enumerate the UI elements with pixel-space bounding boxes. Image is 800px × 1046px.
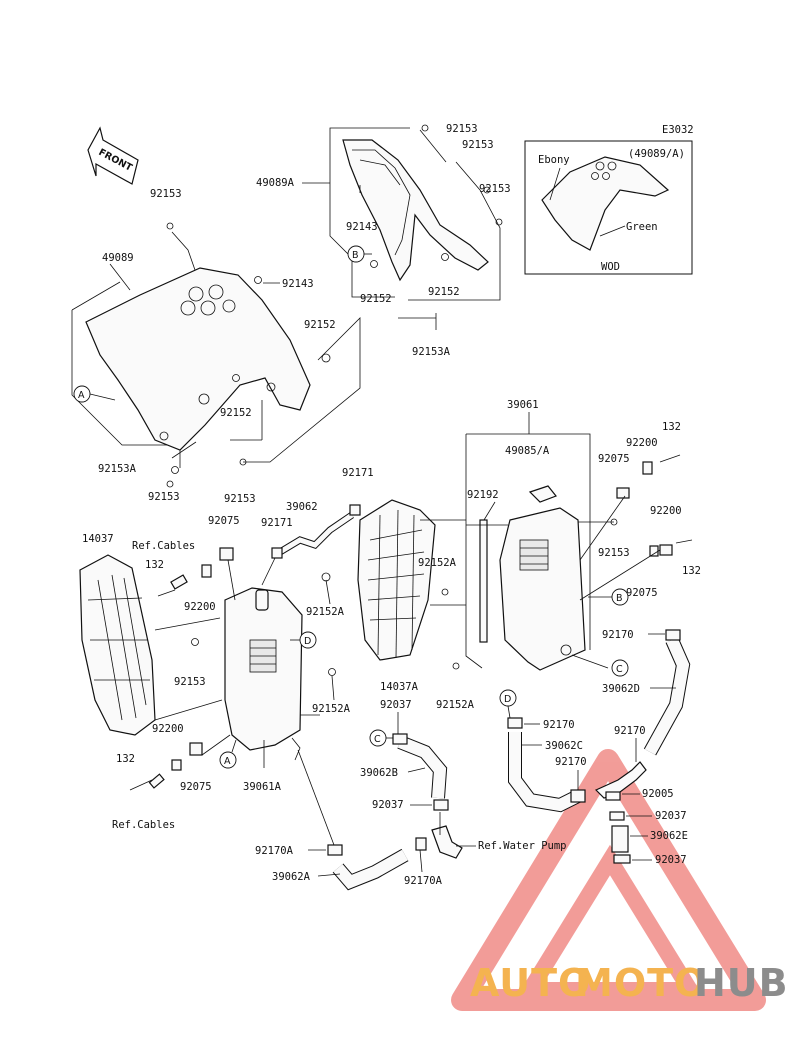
label-92171-b: 92171 [261, 517, 293, 529]
ref-a-2: A [224, 756, 231, 767]
label-92170-r: 92170 [602, 629, 634, 641]
wod-inset: Ebony (49089/A) Green WOD [524, 140, 693, 275]
shroud-49089A: 49089A 92153 92153 92153 92143 92152 921… [256, 123, 511, 358]
label-49089: 49089 [102, 252, 134, 264]
label-92152-b: 92152 [428, 286, 460, 298]
label-92143-a: 92143 [346, 221, 378, 233]
label-92192: 92192 [467, 489, 499, 501]
label-92152A-c: 92152A [312, 703, 351, 715]
wod-caption: WOD [601, 261, 620, 273]
fitting-92005: 92170 92005 92037 39062E 92037 [594, 725, 688, 866]
label-92152A-a: 92152A [306, 606, 345, 618]
label-92200-r1: 92200 [626, 437, 658, 449]
label-39062: 39062 [286, 501, 318, 513]
label-92152-d: 92152 [220, 407, 252, 419]
front-arrow-icon: FRONT [87, 126, 139, 185]
label-132-l2: 132 [116, 753, 135, 765]
label-92153-l3: 92153 [224, 493, 256, 505]
hose-39062A: 92170A 39062A 92170A Ref.Water Pump [255, 812, 567, 891]
wod-green-label: Green [626, 221, 658, 233]
label-92152-a: 92152 [360, 293, 392, 305]
label-39062D: 39062D [602, 683, 640, 695]
label-92170A-b: 92170A [404, 875, 443, 887]
label-39062A: 39062A [272, 871, 311, 883]
label-92153-top: 92153 [446, 123, 478, 135]
label-92171-a: 92171 [342, 467, 374, 479]
label-14037A: 14037A [380, 681, 419, 693]
label-92037-b: 92037 [372, 799, 404, 811]
ref-d-2: D [504, 694, 511, 705]
label-92153-mid: 92153 [598, 547, 630, 559]
label-92152A-d: 92152A [436, 699, 475, 711]
watermark-hub: HUB [694, 961, 789, 1005]
label-39061: 39061 [507, 399, 539, 411]
louver-14037: 14037 [79, 533, 223, 736]
label-ref-water-pump: Ref.Water Pump [478, 840, 567, 852]
ref-c-2: C [374, 734, 381, 745]
watermark-moto: MOTO [575, 961, 707, 1005]
ref-c-1: C [616, 664, 623, 675]
label-92200-l2: 92200 [152, 723, 184, 735]
ref-b-2: B [616, 593, 623, 604]
diagram-code: E3032 [662, 124, 694, 136]
label-92075-l2: 92075 [180, 781, 212, 793]
label-49085A: 49085/A [505, 445, 550, 457]
ref-b-1: B [352, 250, 359, 261]
label-92170-c: 92170 [555, 756, 587, 768]
label-92170-d: 92170 [614, 725, 646, 737]
label-92037-a: 92037 [380, 699, 412, 711]
label-14037: 14037 [82, 533, 114, 545]
label-39062C: 39062C [545, 740, 583, 752]
label-refcables-2: Ref.Cables [112, 819, 175, 831]
label-92153A-left: 92153A [98, 463, 137, 475]
label-92200-r2: 92200 [650, 505, 682, 517]
label-92153-l2: 92153 [148, 491, 180, 503]
label-92075-r2: 92075 [626, 587, 658, 599]
label-92143-b: 92143 [282, 278, 314, 290]
ref-a-1: A [78, 390, 85, 401]
louver-14037A: 14037A 92152A 92152A [357, 499, 475, 711]
label-39061A: 39061A [243, 781, 282, 793]
shroud-49089: 92153 49089 92143 92152 92152 92153A 921… [71, 188, 361, 505]
label-39062E: 39062E [650, 830, 688, 842]
label-92037-c: 92037 [655, 810, 687, 822]
label-92153-r1: 92153 [462, 139, 494, 151]
hose-39062D: 92170 39062D [602, 629, 691, 756]
radiator-39061: 39061 49085/A 92192 [465, 399, 609, 671]
hose-39062B: 92037 39062B 92037 [360, 699, 449, 811]
label-92005: 92005 [642, 788, 674, 800]
watermark-auto: AUTO [470, 961, 591, 1005]
label-92153-r2: 92153 [479, 183, 511, 195]
hose-39062: 92171 39062 92171 92152A 92152A [261, 467, 374, 715]
label-92200-l1: 92200 [184, 601, 216, 613]
label-92153-left: 92153 [150, 188, 182, 200]
label-92153-m2: 92153 [174, 676, 206, 688]
left-hardware: 92075 Ref.Cables 132 92200 92153 92200 1… [112, 515, 240, 831]
right-hardware: 132 92200 92075 92200 92153 132 92075 [578, 421, 701, 601]
label-92037-d: 92037 [655, 854, 687, 866]
watermark-logo [451, 749, 766, 1011]
label-refcables-1: Ref.Cables [132, 540, 195, 552]
label-92075-l: 92075 [208, 515, 240, 527]
label-92170-b: 92170 [543, 719, 575, 731]
label-132-l1: 132 [145, 559, 164, 571]
label-92170A-a: 92170A [255, 845, 294, 857]
label-132-r2: 132 [682, 565, 701, 577]
label-92075-r1: 92075 [598, 453, 630, 465]
label-92152-c: 92152 [304, 319, 336, 331]
label-49089A: 49089A [256, 177, 295, 189]
label-39062B: 39062B [360, 767, 398, 779]
label-132-r1: 132 [662, 421, 681, 433]
ref-d-1: D [304, 636, 311, 647]
watermark-text: AUTO MOTO HUB [470, 961, 789, 1005]
wod-ebony-label: Ebony [538, 154, 570, 166]
wod-part-ref: (49089/A) [628, 148, 685, 160]
label-92152A-b: 92152A [418, 557, 457, 569]
ref-callouts: A B B C C D D A [73, 245, 629, 769]
radiator-39061A: 39061A [224, 587, 335, 846]
label-92153A-top: 92153A [412, 346, 451, 358]
hose-39062C: 92170 39062C 92170 [507, 717, 587, 813]
